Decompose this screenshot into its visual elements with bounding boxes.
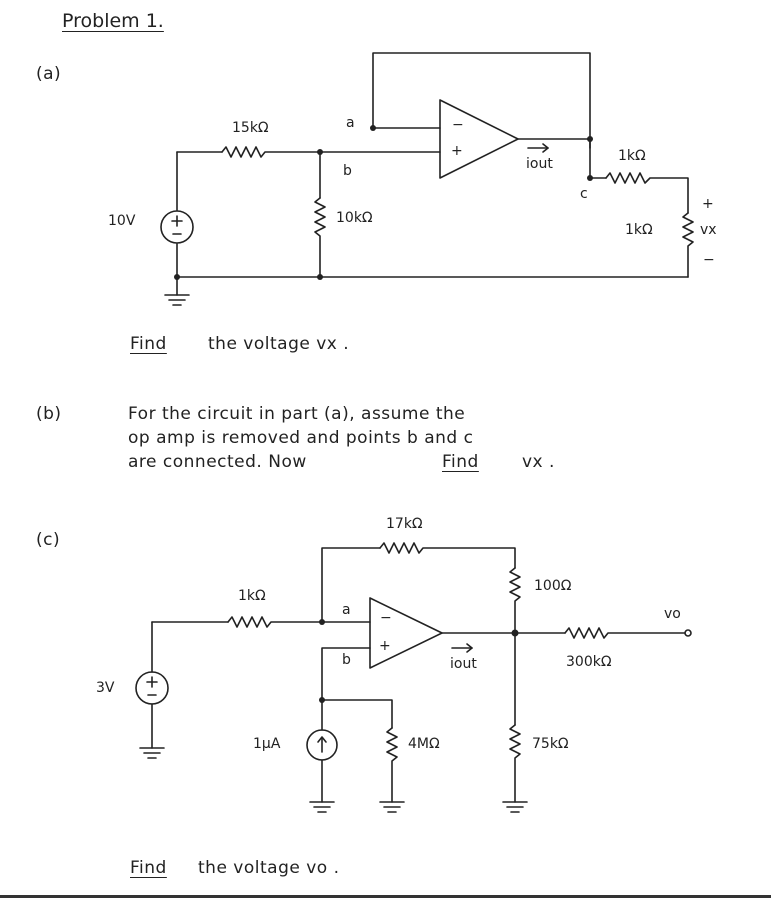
part-b-line2: op amp is removed and points b and c: [128, 428, 474, 448]
node-b-c-label: b: [342, 652, 351, 668]
part-a-find: Find: [130, 334, 167, 354]
opamp-c-plus: +: [379, 638, 391, 654]
resistor-1k-c-label: 1kΩ: [238, 588, 266, 604]
source-1ua-label: 1μA: [253, 736, 281, 752]
node-a-label: a: [346, 115, 355, 131]
part-a-label: (a): [36, 64, 62, 84]
resistor-10k-label: 10kΩ: [336, 210, 373, 226]
node-a-c-label: a: [342, 602, 351, 618]
iout-c-label: iout: [450, 656, 477, 672]
part-b-find: Find: [442, 452, 479, 472]
resistor-300k-label: 300kΩ: [566, 654, 612, 670]
bottom-rule: [0, 895, 771, 898]
node-b-label: b: [343, 163, 352, 179]
node-c-label: c: [580, 186, 588, 202]
vx-plus-label: +: [702, 196, 714, 212]
resistor-75k-label: 75kΩ: [532, 736, 569, 752]
vx-label: vx: [700, 222, 717, 238]
resistor-15k-label: 15kΩ: [232, 120, 269, 136]
part-c-find: Find: [130, 858, 167, 878]
vx-minus-label: −: [703, 252, 715, 268]
iout-a-label: iout: [526, 156, 553, 172]
opamp-a-plus: +: [451, 143, 463, 159]
part-c-label: (c): [36, 530, 61, 550]
resistor-1k-series-label: 1kΩ: [618, 148, 646, 164]
resistor-1k-vertical-label: 1kΩ: [625, 222, 653, 238]
source-10v-label: 10V: [108, 213, 136, 229]
part-b-line3-end: vx .: [522, 452, 555, 472]
part-b-label: (b): [36, 404, 62, 424]
part-b-line1: For the circuit in part (a), assume the: [128, 404, 466, 424]
page-title: Problem 1.: [62, 10, 164, 32]
resistor-4m-label: 4MΩ: [408, 736, 440, 752]
vo-label: vo: [664, 606, 681, 622]
part-b-line3-start: are connected. Now: [128, 452, 307, 472]
part-a-question: the voltage vx .: [208, 334, 350, 354]
opamp-c-minus: −: [380, 610, 392, 626]
source-3v-label: 3V: [96, 680, 115, 696]
resistor-100-label: 100Ω: [534, 578, 572, 594]
opamp-a-minus: −: [452, 117, 464, 133]
resistor-17k-label: 17kΩ: [386, 516, 423, 532]
part-c-question: the voltage vo .: [198, 858, 340, 878]
